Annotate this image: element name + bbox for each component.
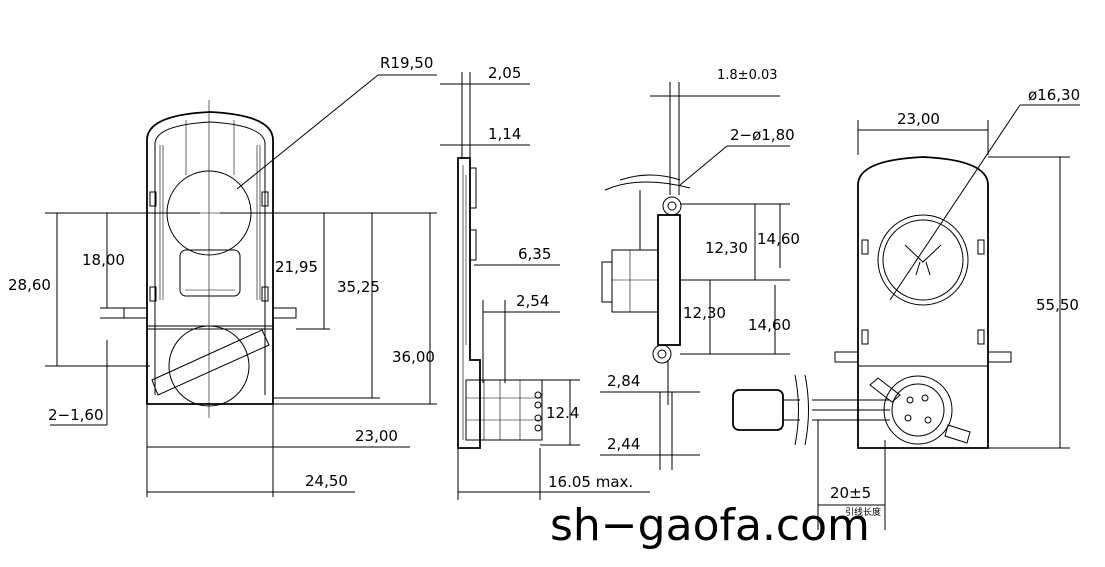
dim-2-54: 2,54: [516, 292, 549, 310]
dim-diameter: ø16,30: [1028, 86, 1080, 104]
dim-lead-20: 20±5: [830, 484, 871, 502]
dim-rear-width-23: 23,00: [897, 110, 940, 128]
dim-radius: R19,50: [380, 54, 433, 72]
dim-6-35: 6,35: [518, 245, 551, 263]
dim-14-60-a: 14,60: [757, 230, 800, 248]
dim-tolerance: 1.8±0.03: [717, 68, 778, 83]
dim-lead-note: 引线长度: [845, 506, 881, 518]
dim-12-30-a: 12,30: [705, 239, 748, 257]
profile-view: [601, 82, 780, 405]
front-view: [123, 100, 297, 418]
rear-view: [732, 156, 1012, 449]
dim-holes-1-60: 2−1,60: [48, 406, 104, 424]
dim-width-23: 23,00: [355, 427, 398, 445]
rear-dimension-lines: [817, 104, 1080, 530]
dim-36-00: 36,00: [392, 348, 435, 366]
dim-holes-1-80: 2−ø1,80: [730, 126, 795, 144]
side-dimension-lines: [457, 264, 650, 500]
dim-2-05: 2,05: [488, 64, 521, 82]
dim-1-14: 1,14: [488, 125, 521, 143]
dim-12-4: 12.4: [546, 404, 579, 422]
dim-35-25: 35,25: [337, 278, 380, 296]
front-dimension-lines: [45, 74, 437, 497]
dim-28-60: 28,60: [8, 276, 51, 294]
profile-dimension-lines: [600, 145, 790, 470]
dim-height-55-50: 55,50: [1036, 296, 1079, 314]
dim-2-84: 2,84: [607, 372, 640, 390]
watermark: sh−gaofa.com: [550, 500, 870, 551]
dim-18-00: 18,00: [82, 251, 125, 269]
dim-14-60-b: 14,60: [748, 316, 791, 334]
dim-16-05-max: 16.05 max.: [548, 473, 633, 491]
dim-width-24-5: 24,50: [305, 472, 348, 490]
dim-2-44: 2,44: [607, 435, 640, 453]
dim-21-95: 21,95: [275, 258, 318, 276]
dim-12-30-b: 12,30: [683, 304, 726, 322]
